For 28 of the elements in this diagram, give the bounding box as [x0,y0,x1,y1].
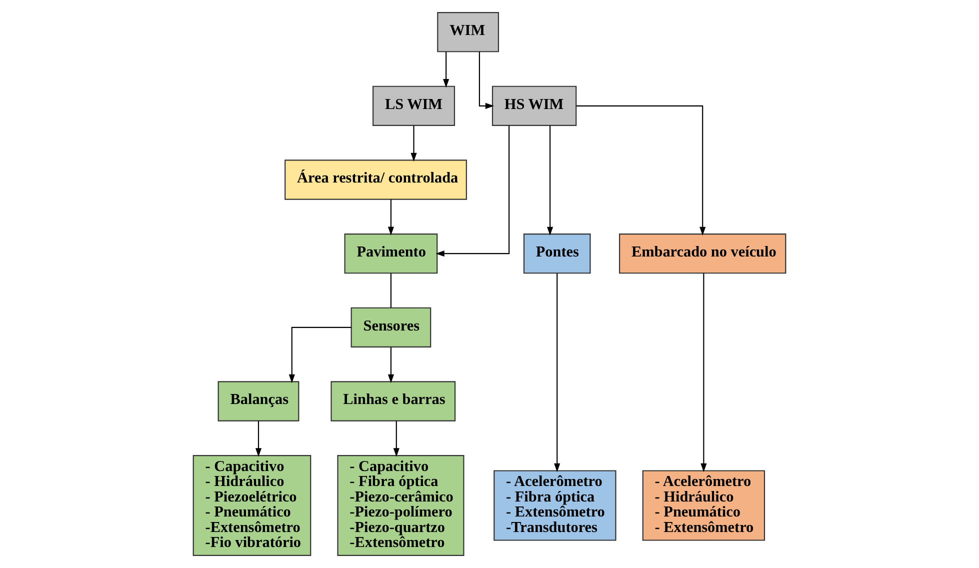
arrow [576,105,706,236]
arrow [547,126,554,236]
connector [390,273,392,308]
node-box: WIM [437,12,499,52]
arrow [288,326,352,384]
node-box: LS WIM [372,86,456,126]
arrow [388,200,394,236]
node-box: Área restrita/ controlada [284,160,467,200]
arrow [478,52,494,109]
arrow [410,126,417,162]
node-box: Sensores [350,307,432,348]
arrow [436,126,510,257]
arrow [255,420,262,457]
arrow [443,52,450,88]
arrow [393,420,400,457]
node-box: Linhas e barras [330,381,456,422]
node-box: - Acelerômetro - Fibra óptica - Extensômetro -Transdutores [494,470,616,541]
node-box: Embarcado no veículo [618,234,786,274]
node-box: - Capacitivo - Hidráulico - Piezoelétrico - Pneumático -Extensômetro -Fio vibratório [192,455,312,556]
node-box: - Acelerômetro - Hidráulico - Pneumático - Extensômetro [642,470,766,541]
node-box: - Capacitivo - Fibra óptica -Piezo-cerâmico -Piezo-polímero -Piezo-quartzo -Extensômetro [337,455,464,556]
arrow [388,347,394,384]
node-box: HS WIM [492,86,577,126]
node-box: Balanças [218,381,300,422]
node-box: Pontes [523,234,591,274]
node-box: Pavimento [344,234,438,274]
arrow [700,273,707,472]
arrow [554,273,560,472]
